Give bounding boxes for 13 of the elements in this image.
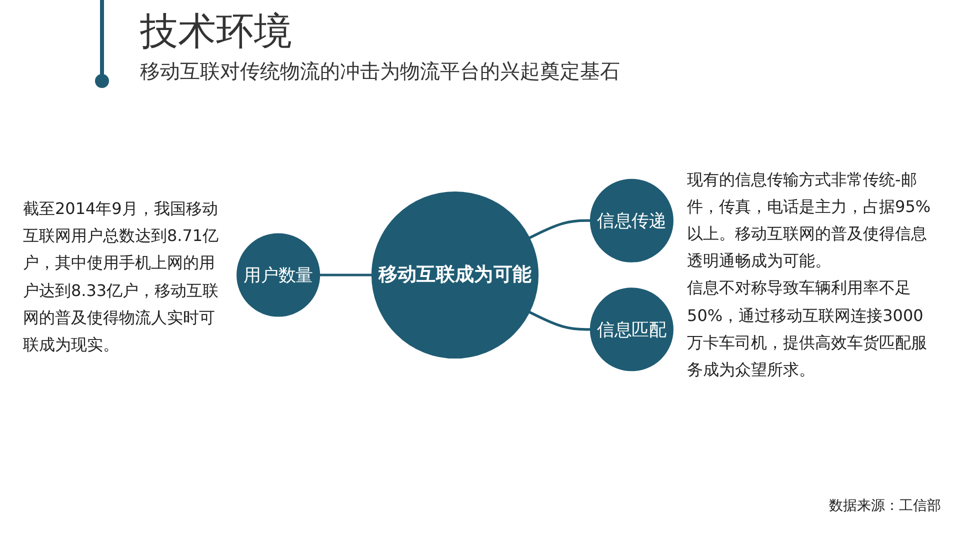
description-text: 现有的信息传输方式非常传统-邮件，传真，电话是主力，占据95%以上。移动互联网的普及使得信息透明通畅成为可能。 (687, 168, 932, 272)
subtitle: 移动互联对传统物流的冲击为物流平台的兴起奠定基石 (140, 58, 620, 85)
connector (320, 274, 372, 276)
title: 技术环境 (140, 8, 292, 55)
connector (528, 219, 590, 240)
node-circle: 信息匹配 (590, 288, 674, 372)
description-text: 信息不对称导致车辆利用率不足50%，通过移动互联网连接3000万卡车司机，提供高效车货匹配服务成为众望所求。 (687, 277, 928, 381)
node-circle: 用户数量 (236, 233, 320, 317)
description-text: 截至2014年9月，我国移动互联网用户总数达到8.71亿户，其中使用手机上网的用户达到8.33亿户，移动互联网的普及使得物流人实时可联成为现实。 (22, 198, 220, 356)
source-note: 数据来源：工信部 (829, 497, 941, 515)
node-circle: 信息传递 (590, 178, 674, 262)
node-circle: 移动互联成为可能 (371, 191, 539, 359)
connector (528, 310, 590, 331)
